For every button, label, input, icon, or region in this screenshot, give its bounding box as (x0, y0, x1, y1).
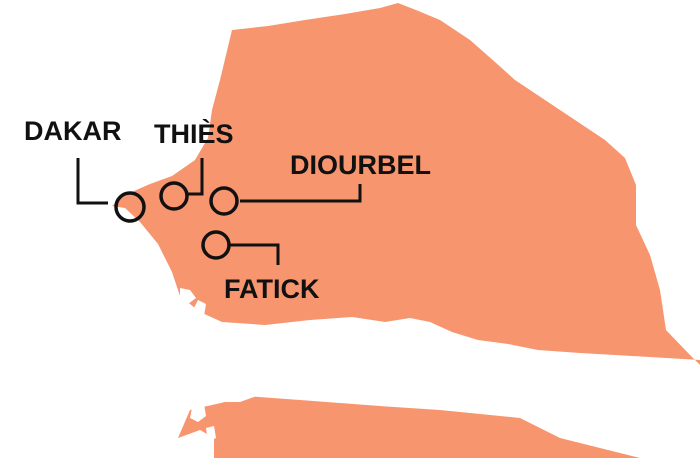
fatick-label: FATICK (224, 274, 320, 304)
casamance-islets (190, 404, 216, 442)
thies-label: THIÈS (154, 118, 234, 149)
gambia-inlet (215, 338, 470, 402)
fatick-marker[interactable] (201, 230, 231, 260)
diourbel-label: DIOURBEL (290, 150, 431, 180)
country-landmass (112, 3, 700, 458)
dakar-leader-line (76, 158, 108, 205)
dakar-label: DAKAR (24, 116, 122, 146)
diourbel-leader-line (240, 184, 362, 203)
saloum-islets (180, 288, 206, 318)
diourbel-marker[interactable] (209, 186, 239, 216)
thies-marker[interactable] (159, 181, 189, 211)
fatick-leader-line (230, 243, 280, 265)
thies-leader-line (188, 158, 204, 196)
dakar-marker[interactable] (114, 191, 146, 223)
